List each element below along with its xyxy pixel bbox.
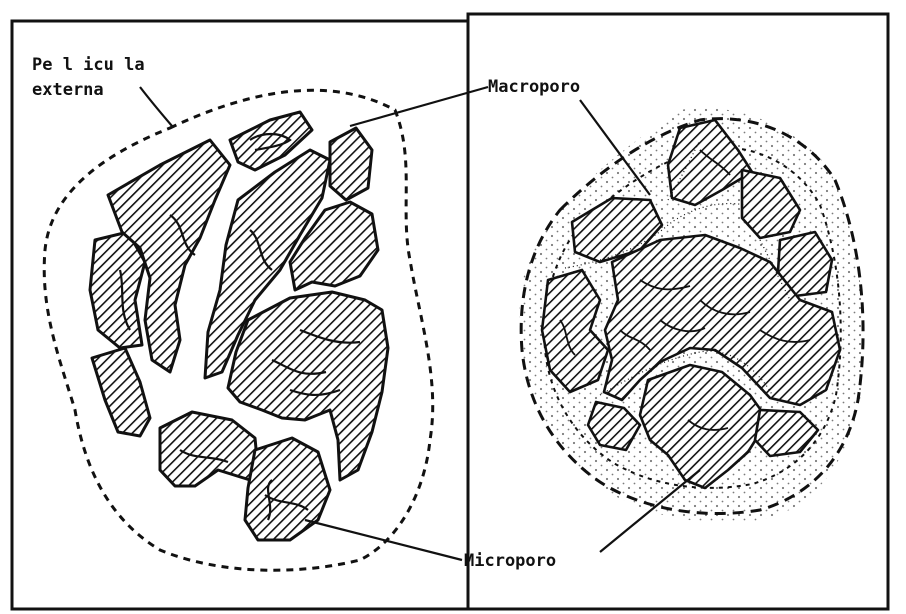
block-left-5 (330, 128, 372, 200)
right-aggregate (520, 108, 864, 522)
microporo-leader-left (305, 520, 462, 560)
microporo-label: Microporo (464, 551, 556, 571)
block-left-1 (90, 232, 145, 348)
macroporo-label: Macroporo (488, 77, 580, 97)
block-left-10 (245, 438, 330, 540)
pelicula-label-line2: externa (32, 80, 104, 100)
left-aggregate (44, 90, 433, 570)
aggregate-blocks-left (90, 112, 388, 540)
pelicula-leader (140, 87, 172, 126)
block-left-9 (160, 412, 258, 486)
pelicula-label-line1: Pe l icu la (32, 55, 145, 75)
block-left-8 (92, 348, 150, 436)
